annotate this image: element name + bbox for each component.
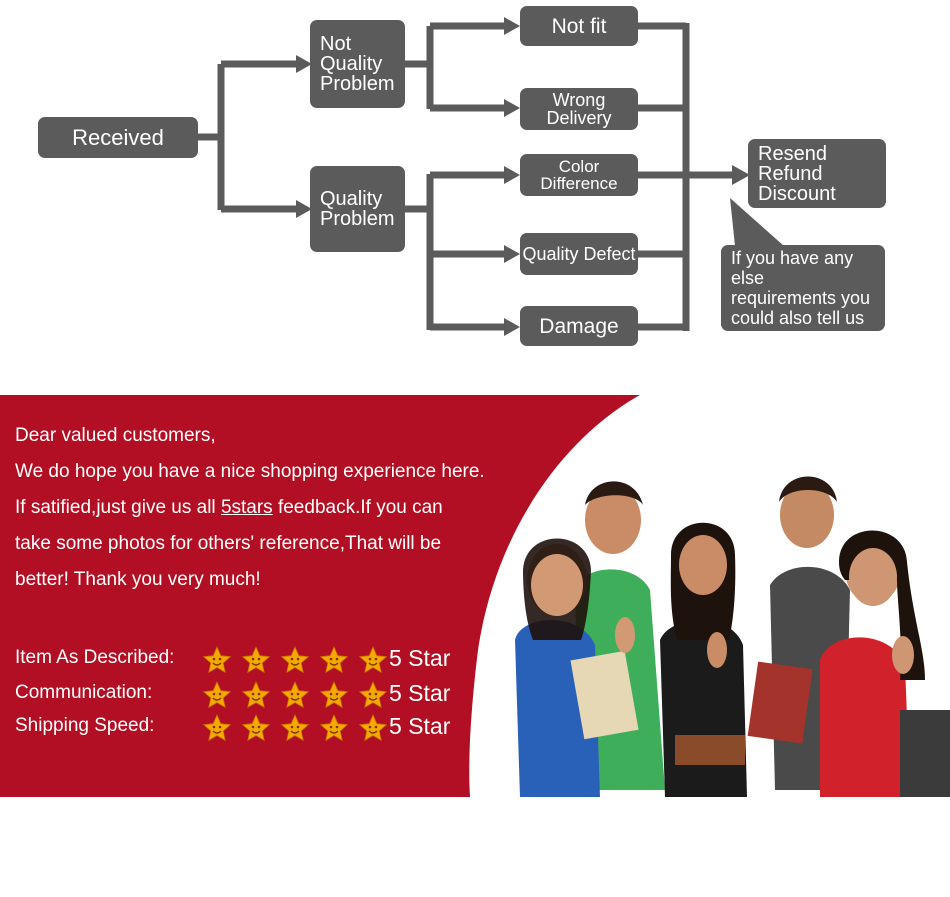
quality-problem-box: Quality Problem [310,166,405,252]
star-icon [202,714,232,742]
star-icon [241,714,271,742]
arrowhead [504,166,520,184]
star-icon [202,646,232,674]
five-stars-link-text: 5stars [220,497,273,518]
banner-background [0,395,640,797]
message-line: We do hope you have a nice shopping expe… [15,461,485,482]
rating-row-shipping-speed: Shipping Speed: 5 Star [15,713,465,743]
return-flowchart: Received Not Quality Problem Quality Pro… [0,0,950,360]
rating-row-item-as-described: Item As Described: 5 Star [15,645,465,675]
rating-value: 5 Star [389,680,451,706]
wrong-delivery-box: Wrong Delivery [520,88,638,130]
damage-box: Damage [520,306,638,346]
rating-label: Item As Described: [15,647,175,668]
message-text: feedback.If you can [272,497,443,518]
star-rating [202,645,392,675]
star-rating [202,713,392,743]
star-icon [280,681,310,709]
rating-label: Shipping Speed: [15,715,155,736]
message-line: take some photos for others' reference,T… [15,533,442,554]
not-quality-problem-box: Not Quality Problem [310,20,405,108]
message-line: Dear valued customers, [15,425,216,446]
star-icon [358,681,388,709]
arrowhead [504,245,520,263]
arrowhead [504,318,520,336]
star-icon [319,646,349,674]
customers-group-photo [515,476,950,797]
flow-connectors [198,17,784,336]
note-bubble: If you have any else requirements you co… [721,245,885,331]
rating-label: Communication: [15,682,153,703]
not-fit-box: Not fit [520,6,638,46]
arrowhead [504,17,520,35]
person-black-top [660,522,813,797]
arrowhead [296,55,312,73]
person-red-top [820,530,950,797]
resolution-box: Resend Refund Discount [748,139,886,208]
message-line: If satified,just give us all 5stars feed… [15,496,485,532]
feedback-banner: Dear valued customers, We do hope you ha… [0,395,950,797]
arrowhead [504,99,520,117]
rating-value: 5 Star [389,645,451,671]
star-icon [202,681,232,709]
message-text: If satified,just give us all [15,497,221,518]
rating-row-communication: Communication: 5 Star [15,680,465,710]
rating-value: 5 Star [389,713,451,739]
received-box: Received [38,117,198,158]
person-blue-top [515,538,639,797]
star-icon [280,714,310,742]
star-rating [202,680,392,710]
customer-message: Dear valued customers, We do hope you ha… [15,424,485,604]
star-icon [319,714,349,742]
arrowhead [732,165,750,185]
arrowhead [296,200,312,218]
star-icon [241,646,271,674]
star-icon [241,681,271,709]
quality-defect-box: Quality Defect [520,233,638,275]
star-icon [319,681,349,709]
note-bubble-tail [730,198,784,246]
message-line: better! Thank you very much! [15,569,261,590]
star-icon [358,714,388,742]
star-icon [280,646,310,674]
color-difference-box: Color Difference [520,154,638,196]
star-icon [358,646,388,674]
